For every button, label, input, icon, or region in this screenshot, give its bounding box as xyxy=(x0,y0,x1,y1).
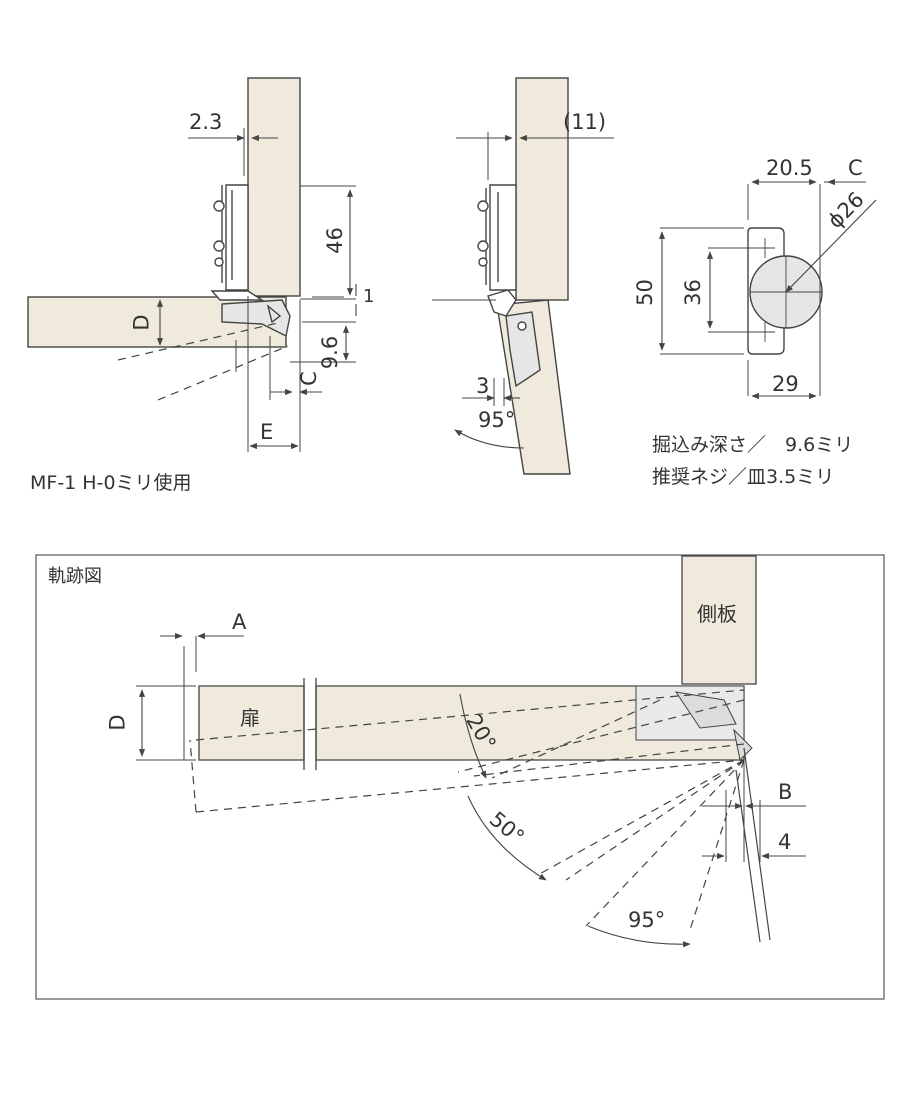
dim-label-29: 29 xyxy=(772,372,799,396)
open-mounting-plate xyxy=(489,184,517,291)
trajectory-side-panel xyxy=(681,555,757,685)
hinge-cup xyxy=(221,299,291,338)
door-label: 扉 xyxy=(240,706,260,730)
dim-label-9-6: 9.6 xyxy=(318,335,343,370)
caption-mf1: MF-1 H-0ミリ使用 xyxy=(30,472,192,494)
dim-label-d-bottom: D xyxy=(105,714,130,731)
dim-label-46: 46 xyxy=(322,227,347,254)
dim-label-4: 4 xyxy=(778,830,792,854)
note-screw: 推奨ネジ／皿3.5ミリ xyxy=(652,466,835,488)
dim-label-c-left: C xyxy=(296,371,321,386)
cup-plan-view xyxy=(658,178,877,400)
open-hinge-section xyxy=(432,77,614,475)
mounting-plate xyxy=(225,184,249,291)
note-depth: 掘込み深さ／ 9.6ミリ xyxy=(652,434,854,456)
trajectory-frame xyxy=(35,554,885,1000)
dim-label-1: 1 xyxy=(363,286,375,307)
dim-label-3: 3 xyxy=(476,374,490,398)
dim-label-36: 36 xyxy=(680,279,705,306)
dim-label-20-5: 20.5 xyxy=(766,156,813,180)
dim-label-c-right: C xyxy=(848,156,863,180)
trajectory-diagram xyxy=(35,554,885,1000)
cabinet-side-panel-open xyxy=(515,77,569,301)
open-hinge-arm xyxy=(487,289,517,317)
hinge-arm xyxy=(210,290,265,301)
dim-label-a: A xyxy=(232,610,247,634)
angle-label-95-bottom: 95° xyxy=(628,908,666,932)
open-hinge-cup xyxy=(505,311,541,388)
cabinet-side-panel xyxy=(247,77,301,297)
dim-label-2-3: 2.3 xyxy=(189,110,223,134)
dim-label-50: 50 xyxy=(632,279,657,306)
closed-hinge-section xyxy=(27,77,357,452)
dim-label-11: (11) xyxy=(563,110,607,134)
angle-label-95-top: 95° xyxy=(478,408,516,432)
dim-label-b: B xyxy=(778,780,793,804)
trajectory-title: 軌跡図 xyxy=(48,566,102,587)
side-panel-label: 側板 xyxy=(697,602,737,626)
dim-label-e: E xyxy=(260,420,274,444)
dim-label-d-left: D xyxy=(129,314,154,331)
